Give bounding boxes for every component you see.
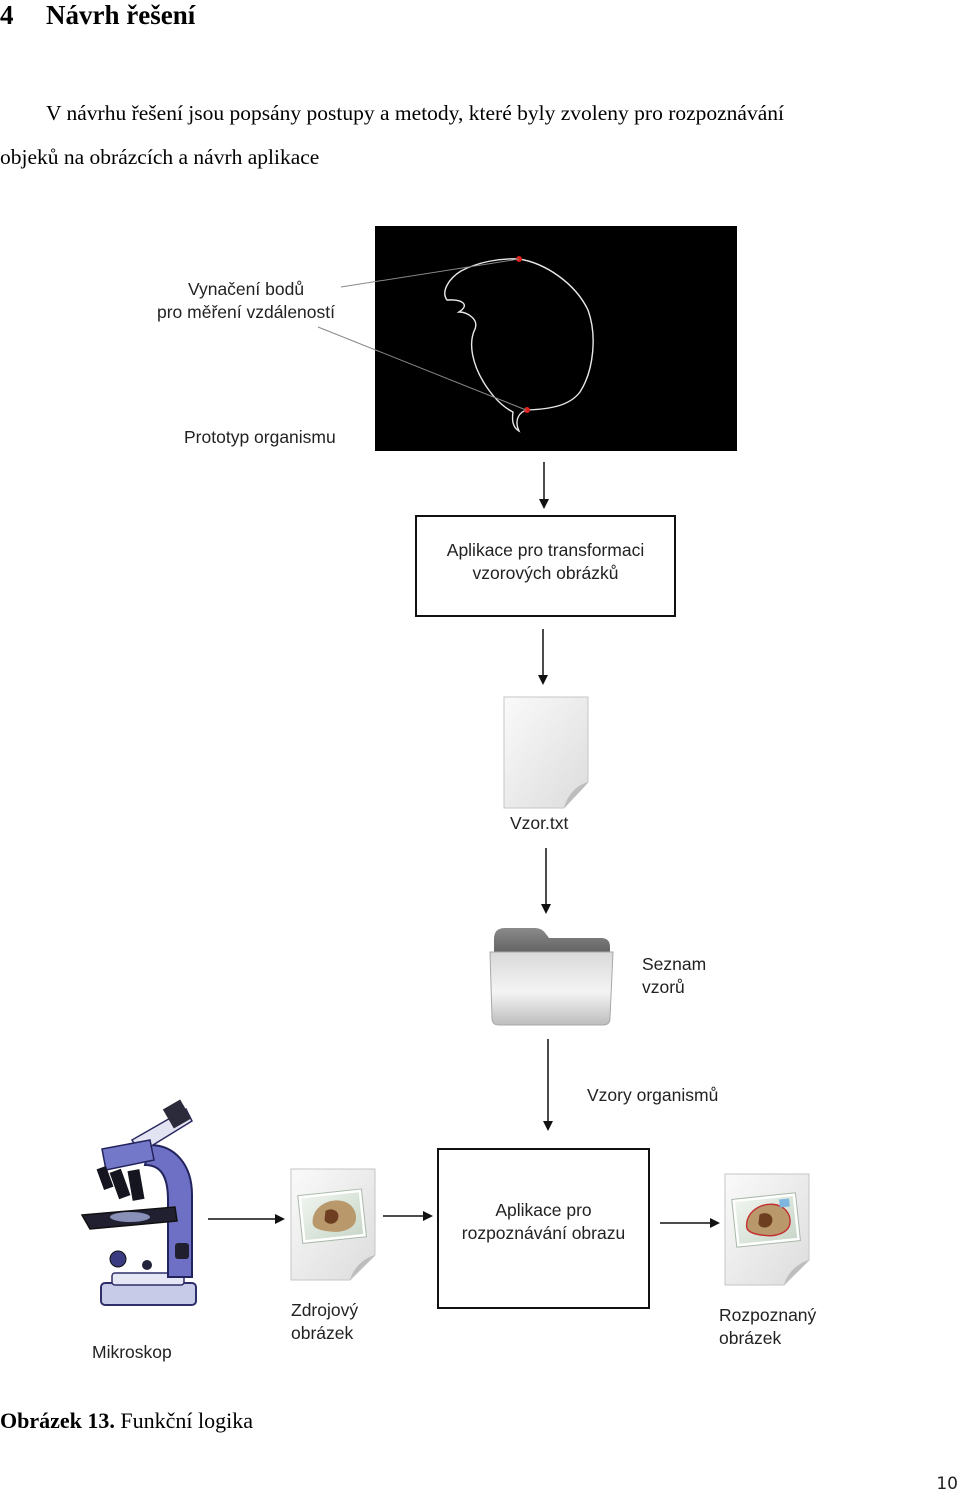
section-title: Návrh řešení (46, 0, 196, 30)
paragraph-line-1: V návrhu řešení jsou popsány postupy a m… (46, 101, 784, 125)
source-image-label: Zdrojový obrázek (291, 1299, 358, 1345)
page-number: 10 (936, 1474, 958, 1494)
transform-app-label: Aplikace pro transformaci vzorových obrá… (416, 539, 675, 585)
folder-label-line-1: Seznam (642, 954, 707, 974)
recognition-app-box (437, 1148, 650, 1309)
document-icon (503, 696, 589, 809)
points-label-line-1: Vynačení bodů (187, 279, 305, 299)
recognition-app-label: Aplikace pro rozpoznávání obrazu (438, 1199, 649, 1245)
recognition-app-label-line-2: rozpoznávání obrazu (461, 1223, 626, 1243)
source-image-label-line-1: Zdrojový (291, 1300, 359, 1320)
figure-caption-text: Funkční logika (120, 1408, 253, 1433)
prototype-image (317, 226, 737, 451)
points-label-line-2: pro měření vzdáleností (156, 302, 335, 322)
source-image-label-line-2: obrázek (291, 1323, 354, 1343)
recognized-image-label-line-2: obrázek (719, 1328, 782, 1348)
figure-caption-label: Obrázek 13. (0, 1408, 115, 1433)
microscope-icon (80, 1099, 197, 1306)
points-label: Vynačení bodů pro měření vzdáleností (141, 278, 351, 324)
transform-app-box (415, 515, 676, 617)
folder-label-line-2: vzorů (642, 977, 685, 997)
folder-label: Seznam vzorů (642, 953, 706, 999)
transform-app-label-line-1: Aplikace pro transformaci (446, 540, 645, 560)
marker-bottom (524, 407, 530, 413)
organism-contour (444, 258, 594, 433)
file-label: Vzor.txt (510, 813, 569, 833)
patterns-label: Vzory organismů (587, 1085, 719, 1105)
recognition-app-label-line-1: Aplikace pro (495, 1200, 592, 1220)
diagram-graphics (80, 226, 810, 1309)
recognized-image-icon (724, 1173, 810, 1286)
section-heading: 4 Návrh řešení (0, 0, 600, 34)
microscope-label: Mikroskop (92, 1342, 172, 1362)
figure-caption: Obrázek 13. Funkční logika (0, 1408, 253, 1434)
recognized-image-label-line-1: Rozpoznaný (719, 1305, 817, 1325)
paragraph-line-2: objeků na obrázcích a návrh aplikace (0, 145, 320, 169)
folder-icon (489, 928, 614, 1026)
transform-app-label-line-2: vzorových obrázků (472, 563, 619, 583)
source-image-icon (290, 1168, 376, 1281)
prototype-label: Prototyp organismu (184, 427, 336, 447)
recognized-image-label: Rozpoznaný obrázek (719, 1304, 816, 1350)
functional-logic-diagram: Vynačení bodů pro měření vzdáleností Pro… (0, 215, 960, 1385)
section-number: 4 (0, 0, 14, 30)
